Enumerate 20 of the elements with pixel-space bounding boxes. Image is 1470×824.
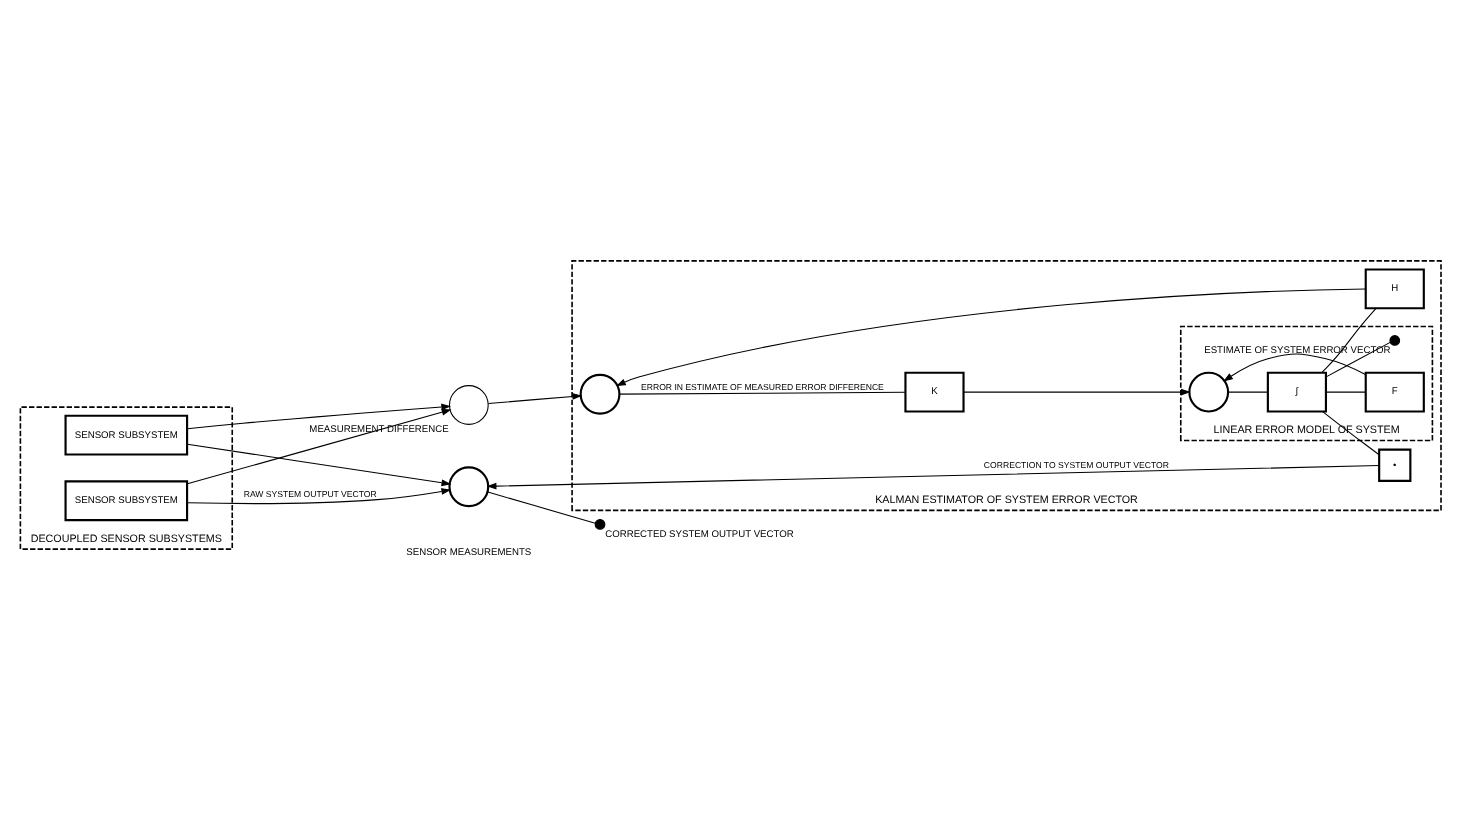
connector — [1322, 411, 1380, 456]
node-circle — [448, 385, 489, 425]
arrow — [186, 443, 452, 487]
node-circle — [594, 519, 606, 530]
arrow — [616, 288, 1367, 387]
arrow — [486, 465, 1380, 490]
arrow — [186, 488, 452, 505]
node-circle — [448, 466, 490, 508]
node-circle — [1389, 335, 1401, 346]
connector — [1325, 391, 1367, 393]
arrow — [186, 403, 451, 430]
arrow — [1223, 353, 1366, 382]
connector — [1227, 391, 1269, 393]
node-circle — [579, 373, 621, 415]
connector — [487, 491, 596, 524]
node-circle — [1188, 371, 1230, 413]
arrow — [963, 388, 1191, 396]
connector — [618, 391, 906, 395]
arrow — [487, 393, 583, 404]
arrow — [186, 408, 452, 485]
